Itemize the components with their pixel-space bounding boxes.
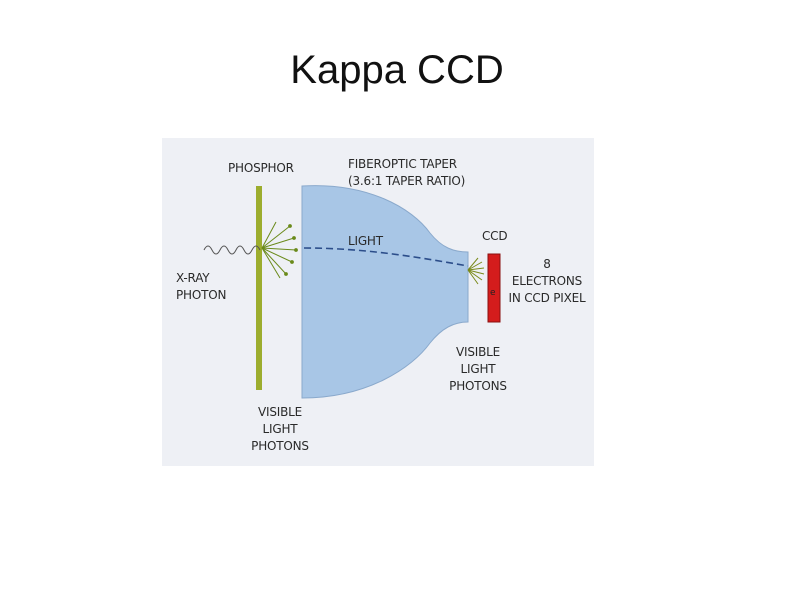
light-path bbox=[303, 247, 469, 267]
visible-light-label-left: VISIBLE LIGHT PHOTONS bbox=[251, 405, 309, 453]
taper-label: FIBEROPTIC TAPER (3.6:1 TAPER RATIO) bbox=[348, 157, 466, 188]
xray-label: X-RAY PHOTON bbox=[176, 271, 227, 302]
diagram-graphic: e bbox=[162, 138, 594, 466]
slide-title: Kappa CCD bbox=[290, 48, 504, 92]
taper-exit-burst bbox=[467, 257, 485, 285]
ccd-diagram: e PHOSPHOR FIBEROPTIC TAPER (3.6:1 TAPER… bbox=[162, 138, 594, 466]
phosphor-screen bbox=[256, 186, 262, 390]
phosphor-label: PHOSPHOR bbox=[228, 161, 294, 175]
ccd-pixel bbox=[487, 253, 501, 323]
pixel-electron-symbol: e bbox=[490, 288, 496, 298]
visible-light-label-right: VISIBLE LIGHT PHOTONS bbox=[449, 345, 507, 393]
light-label: LIGHT bbox=[348, 234, 383, 248]
fiberoptic-taper bbox=[301, 185, 469, 399]
xray-wave bbox=[203, 245, 261, 255]
electrons-label: 8 ELECTRONS IN CCD PIXEL bbox=[508, 257, 586, 305]
ccd-label: CCD bbox=[482, 229, 508, 243]
phosphor-burst bbox=[261, 221, 298, 279]
